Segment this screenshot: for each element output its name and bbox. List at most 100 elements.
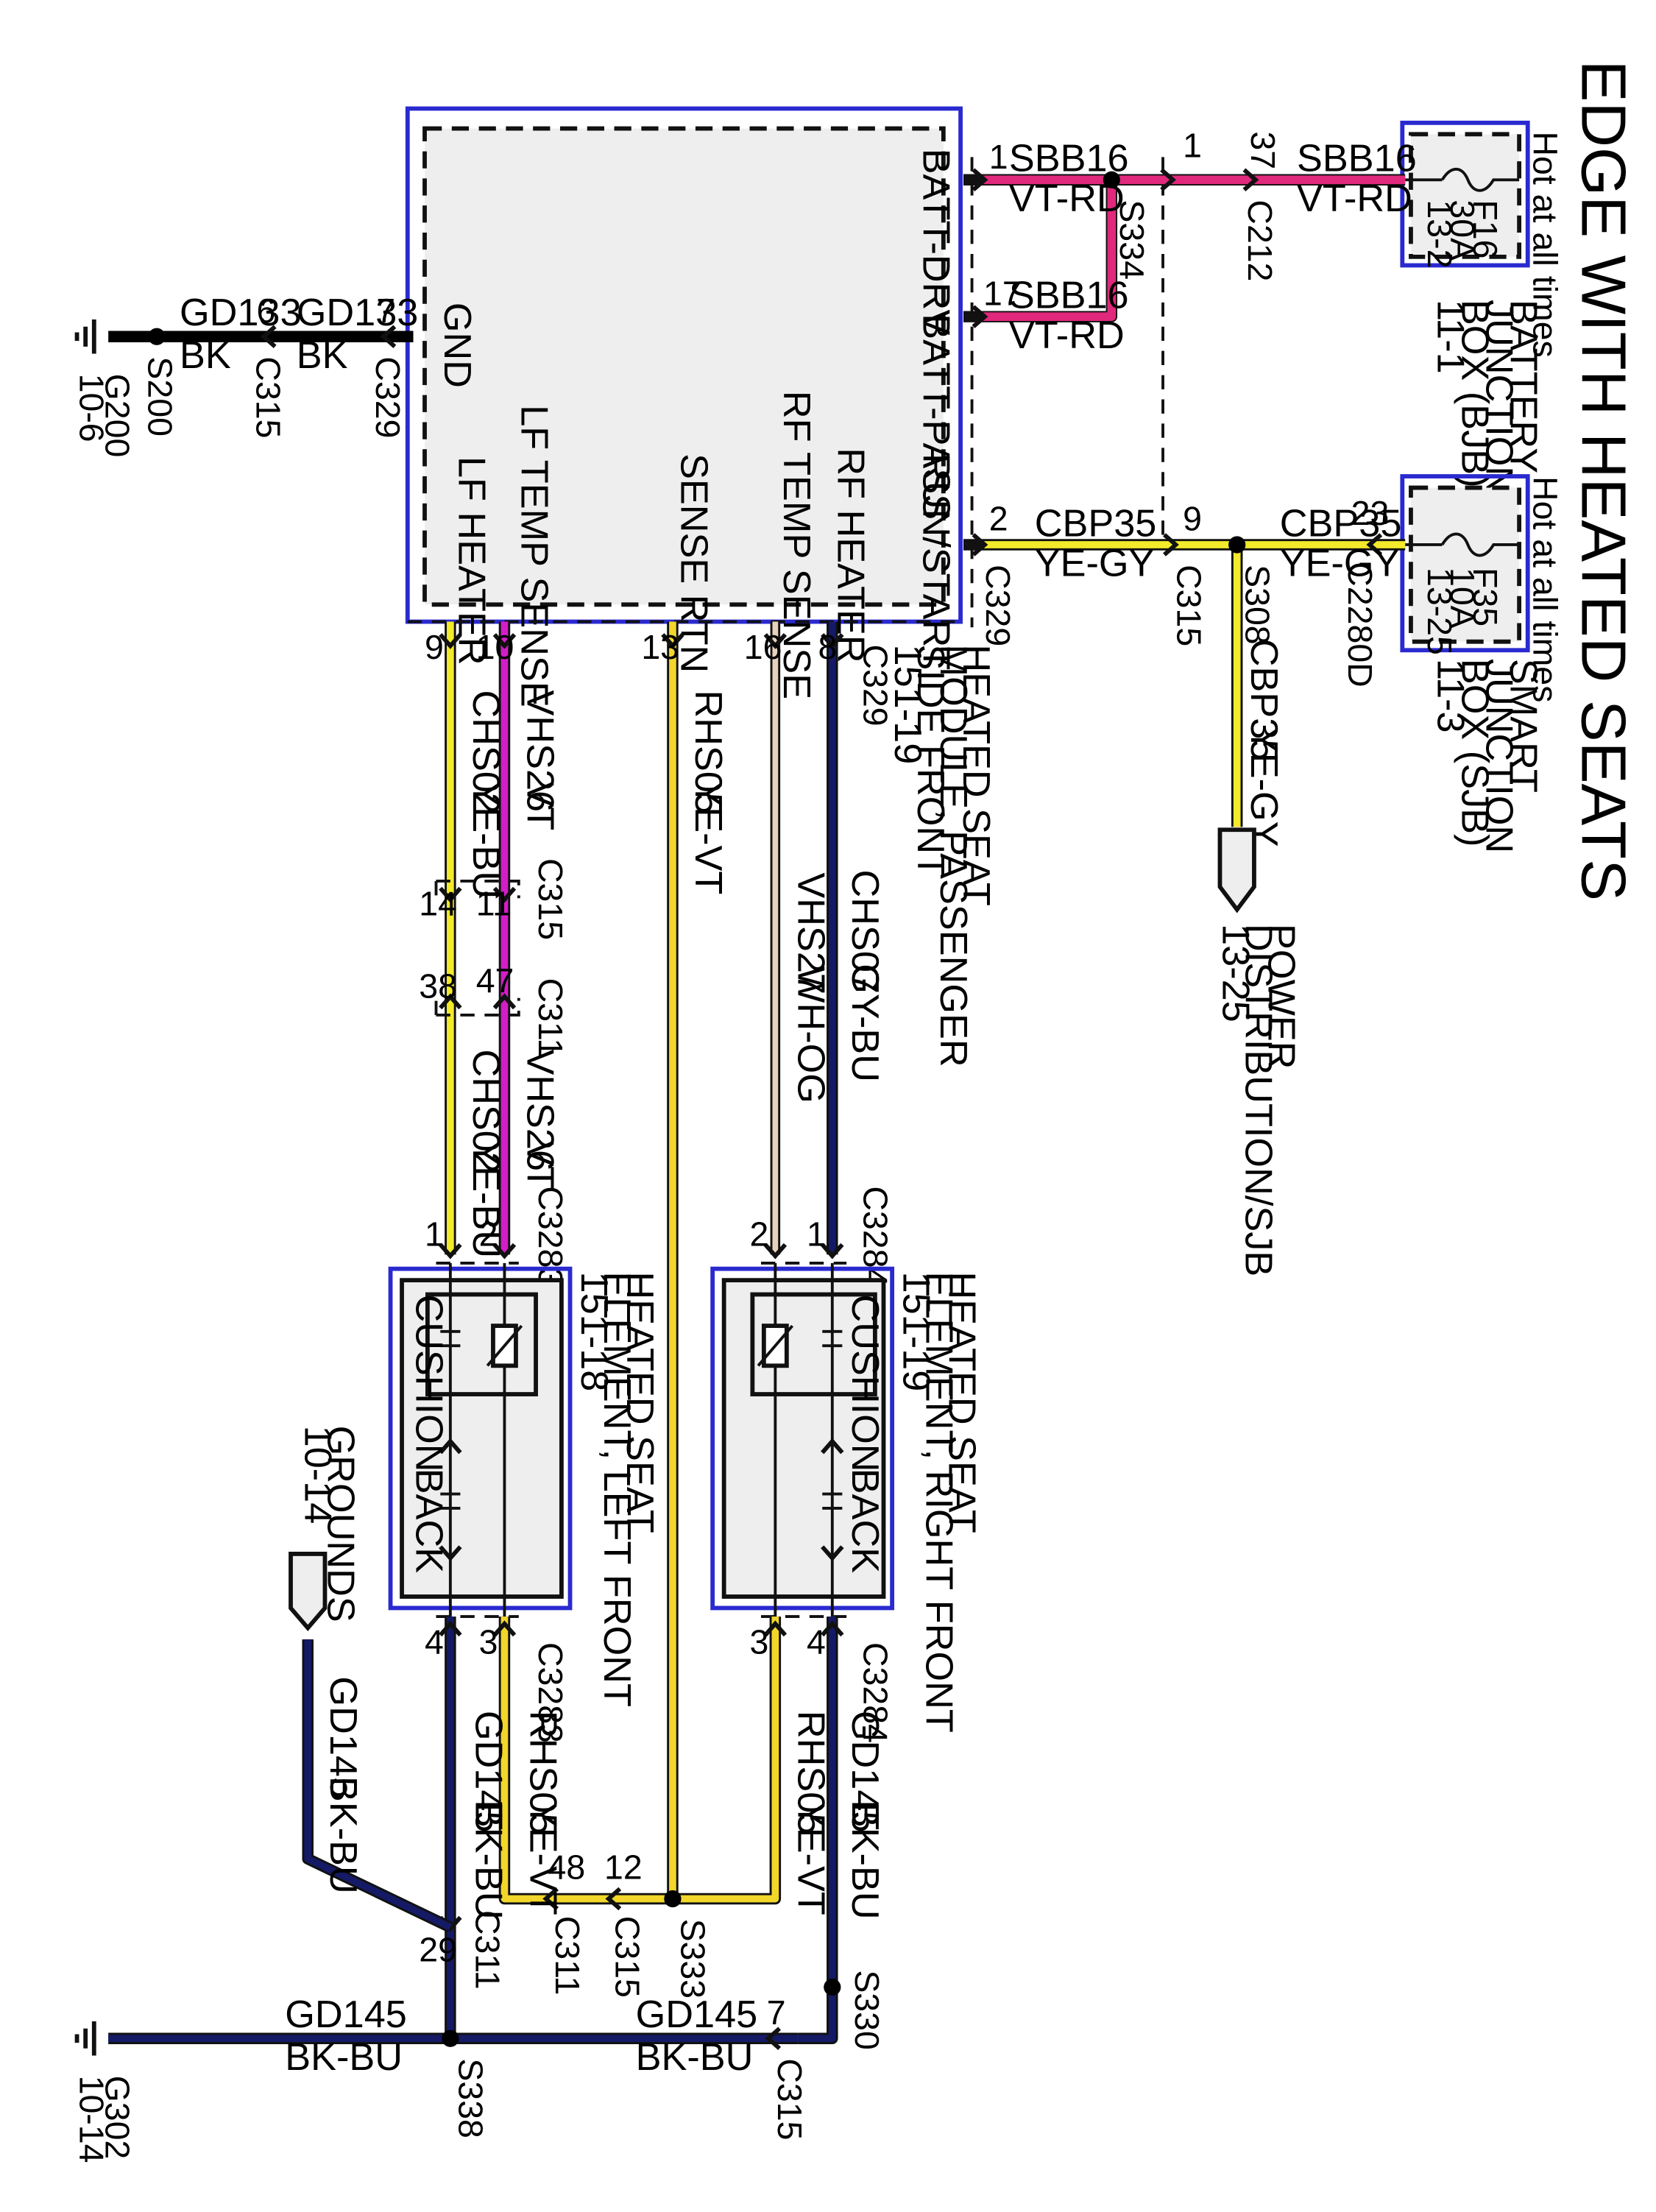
pin-run-start: RUN/START	[915, 453, 958, 670]
wire-rhs05-main: 13 RHS05 YE-VT	[641, 621, 729, 1896]
svg-text:VT-RD: VT-RD	[1009, 314, 1125, 357]
svg-text:C315: C315	[531, 858, 570, 940]
svg-text:VHS26: VHS26	[518, 1049, 561, 1171]
svg-text:VHS27: VHS27	[789, 872, 832, 994]
svg-text:13: 13	[641, 628, 679, 666]
svg-text:17: 17	[983, 275, 1022, 313]
wire-vhs26: 10 11 47 2 VHS26 VT VHS26 VT C315 C311 C…	[476, 621, 570, 1287]
svg-text:YE-VT: YE-VT	[789, 1802, 832, 1915]
svg-text:30A: 30A	[1443, 199, 1482, 261]
wire-vhs27: 16 2 VHS27 WH-OG	[744, 621, 832, 1257]
splice-s338	[442, 2029, 459, 2047]
lf-heated-element: CUSHION BACK HEATED SEAT ELEMENT, LEFT F…	[388, 1262, 661, 1707]
svg-text:13-2: 13-2	[1420, 199, 1459, 268]
svg-text:3: 3	[750, 1622, 769, 1661]
svg-text:151-18: 151-18	[573, 1272, 615, 1392]
pin-batt-pass: BATT-PASS	[915, 314, 958, 520]
svg-text:BK-BU: BK-BU	[636, 2036, 754, 2079]
svg-text:VHS26: VHS26	[518, 690, 561, 813]
svg-text:HEATED SEAT: HEATED SEAT	[618, 1272, 661, 1533]
svg-text:2: 2	[479, 1215, 498, 1254]
svg-text:RHS05: RHS05	[687, 690, 729, 815]
svg-text:C315: C315	[250, 356, 288, 438]
svg-text:13-25: 13-25	[1214, 924, 1256, 1022]
svg-text:YE-VT: YE-VT	[521, 1802, 564, 1915]
svg-text:S333: S333	[674, 1919, 712, 1999]
c311-bracket	[434, 997, 520, 1017]
svg-text:BK-BU: BK-BU	[322, 1776, 364, 1894]
svg-text:C212: C212	[1241, 199, 1279, 281]
svg-text:C329: C329	[856, 645, 894, 727]
svg-text:10-14: 10-14	[296, 1426, 339, 1524]
svg-text:GD145: GD145	[843, 1711, 886, 1833]
svg-text:VT: VT	[518, 1140, 561, 1190]
rf-thermistor-icon	[761, 1324, 789, 1368]
svg-text:7: 7	[767, 1993, 786, 2032]
svg-text:POWER: POWER	[1259, 924, 1302, 1069]
svg-text:YE-BU: YE-BU	[464, 781, 507, 899]
svg-text:GY-BU: GY-BU	[843, 964, 886, 1082]
svg-text:SBB16: SBB16	[1297, 138, 1417, 180]
wire-chs07: 8 1 C329 C3284 CHS07 GY-BU	[807, 621, 894, 1287]
svg-text:YE-GY: YE-GY	[1242, 727, 1285, 847]
svg-text:JUNCTION: JUNCTION	[1478, 300, 1521, 494]
svg-text:1: 1	[425, 1215, 444, 1254]
svg-text:CUSHION: CUSHION	[407, 1294, 450, 1471]
lf-back-heater-icon	[440, 1492, 461, 1510]
pin-lf-temp: LF TEMP SENSE	[513, 405, 556, 707]
svg-text:GD145: GD145	[636, 1993, 758, 2036]
svg-text:8: 8	[818, 628, 837, 666]
svg-text:12: 12	[604, 1848, 643, 1886]
svg-text:BOX (SJB): BOX (SJB)	[1454, 659, 1496, 847]
svg-text:C311: C311	[548, 1916, 587, 1996]
svg-text:BK-BU: BK-BU	[467, 1802, 510, 1920]
svg-text:WH-OG: WH-OG	[789, 967, 832, 1103]
svg-text:MODULE, PASSENGER: MODULE, PASSENGER	[932, 645, 974, 1067]
svg-text:Hot at all times: Hot at all times	[1526, 476, 1564, 702]
svg-text:151-19: 151-19	[895, 1272, 938, 1392]
svg-text:1: 1	[1183, 126, 1202, 164]
wire-chs02: 9 14 38 1 CHS02 YE-BU CHS02 YE-BU	[419, 621, 507, 1259]
svg-text:11: 11	[476, 884, 512, 922]
splice-s308	[1228, 536, 1246, 554]
bjb-fuse-icon	[1440, 167, 1520, 192]
svg-text:C3283: C3283	[531, 1186, 570, 1287]
c315-bracket	[434, 880, 520, 899]
svg-text:48: 48	[548, 1848, 586, 1886]
wire-gd145-ground-bus: GD145 BK-BU GD145 BK-BU 7 C315 S338 G302…	[72, 1993, 809, 2163]
svg-text:6: 6	[257, 291, 276, 330]
svg-text:S338: S338	[451, 2058, 489, 2138]
svg-text:29: 29	[419, 1931, 457, 1969]
splice-s334	[1103, 171, 1120, 188]
svg-text:C329: C329	[369, 356, 407, 438]
svg-text:37: 37	[1244, 131, 1282, 169]
svg-text:ELEMENT, LEFT FRONT: ELEMENT, LEFT FRONT	[595, 1272, 638, 1707]
svg-text:YE-GY: YE-GY	[1035, 543, 1155, 585]
svg-text:1: 1	[807, 1215, 826, 1254]
svg-text:3: 3	[479, 1622, 498, 1661]
svg-text:9: 9	[1183, 500, 1202, 538]
svg-text:C315: C315	[771, 2058, 809, 2140]
svg-text:CHS02: CHS02	[464, 690, 507, 815]
wire-gd133: GD133 BK GD133 BK 7 6 C329 C315 S200 G20…	[72, 291, 418, 458]
svg-text:JUNCTION: JUNCTION	[1478, 659, 1521, 853]
wire-rf-lower: 4 C3284 GD145 BK-BU S330 3 RHS05 YE-VT	[672, 1616, 894, 2050]
svg-text:F16: F16	[1466, 199, 1504, 258]
svg-text:47: 47	[476, 961, 514, 1000]
svg-text:BK-BU: BK-BU	[285, 2036, 403, 2079]
svg-text:RHS05: RHS05	[521, 1711, 564, 1835]
svg-text:CBP35: CBP35	[1242, 639, 1285, 761]
svg-text:CBP35: CBP35	[1280, 502, 1402, 545]
pin-rf-temp: RF TEMP SENSE	[775, 391, 818, 699]
svg-text:CHS07: CHS07	[843, 869, 886, 993]
svg-text:YE-GY: YE-GY	[1280, 543, 1400, 585]
svg-text:C3283: C3283	[531, 1642, 570, 1743]
svg-text:GD133: GD133	[180, 291, 302, 334]
svg-text:16: 16	[744, 628, 782, 666]
power-distribution-flag	[1217, 827, 1256, 914]
svg-text:S200: S200	[141, 356, 179, 437]
svg-text:SMART: SMART	[1501, 659, 1544, 793]
svg-text:4: 4	[807, 1622, 826, 1661]
svg-text:DISTRIBUTION/SJB: DISTRIBUTION/SJB	[1236, 924, 1279, 1276]
